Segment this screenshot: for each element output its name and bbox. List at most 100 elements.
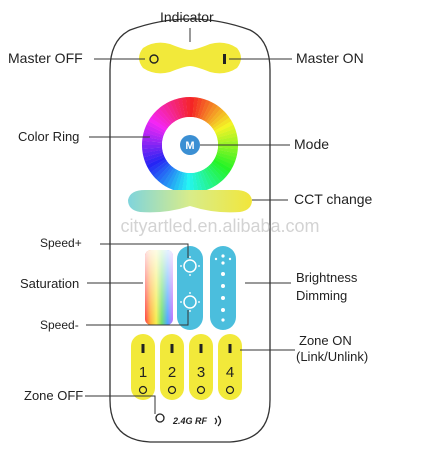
color-ring-segment[interactable] [173, 98, 183, 119]
color-ring-segment[interactable] [181, 97, 188, 118]
color-ring-segment[interactable] [189, 172, 195, 193]
cct-bar[interactable] [128, 190, 252, 213]
color-ring-segment[interactable] [216, 152, 237, 162]
color-ring-segment[interactable] [199, 170, 211, 191]
color-ring-segment[interactable] [158, 166, 174, 185]
color-ring-segment[interactable] [201, 169, 214, 189]
color-ring-segment[interactable] [162, 103, 177, 123]
color-ring-segment[interactable] [177, 97, 186, 118]
color-ring-segment[interactable] [150, 113, 169, 129]
label-brightness: Brightness [296, 270, 358, 285]
color-ring-segment[interactable] [204, 103, 218, 123]
zone-on-icon [170, 344, 174, 353]
color-ring-segment[interactable] [206, 105, 222, 124]
color-ring-segment[interactable] [214, 121, 234, 134]
zone-3-button[interactable] [189, 334, 213, 400]
color-ring-segment[interactable] [217, 147, 238, 154]
color-ring-segment[interactable] [207, 164, 224, 182]
wifi-icon [214, 415, 222, 427]
color-ring-segment[interactable] [165, 169, 179, 189]
color-ring-segment[interactable] [156, 108, 173, 126]
color-ring-segment[interactable] [146, 120, 166, 134]
color-ring-segment[interactable] [211, 114, 230, 130]
color-ring-segment[interactable] [194, 172, 203, 193]
master-off-button[interactable] [149, 54, 159, 64]
color-ring-segment[interactable] [185, 172, 190, 193]
zone-off-icon [167, 385, 177, 395]
color-ring-segment[interactable] [143, 152, 164, 162]
color-ring-segment[interactable] [199, 99, 211, 120]
label-link-unlink: (Link/Unlink) [296, 349, 369, 364]
color-ring-segment[interactable] [146, 156, 166, 169]
color-ring-segment[interactable] [192, 97, 199, 118]
mode-button[interactable] [180, 135, 200, 155]
color-ring-segment[interactable] [142, 132, 163, 141]
color-ring-segment[interactable] [216, 128, 237, 138]
color-ring-segment[interactable] [166, 101, 179, 121]
zone-1-button[interactable] [131, 334, 155, 400]
speed-plus-icon[interactable] [180, 256, 200, 276]
zone-number-label: 1 [139, 364, 147, 381]
color-ring-segment[interactable] [169, 170, 181, 191]
color-ring-segment[interactable] [212, 117, 232, 132]
color-ring-segment[interactable] [212, 159, 232, 173]
color-ring-segment[interactable] [159, 105, 175, 124]
color-ring-segment[interactable] [169, 99, 181, 120]
zone-number-label: 2 [168, 364, 176, 381]
color-ring-segment[interactable] [217, 132, 238, 141]
color-ring-segment[interactable] [150, 160, 169, 176]
master-on-button[interactable] [223, 54, 226, 64]
color-ring-segment[interactable] [153, 110, 171, 128]
color-ring-segment[interactable] [215, 124, 236, 136]
color-ring-segment[interactable] [185, 97, 191, 118]
color-ring-segment[interactable] [177, 172, 186, 193]
color-ring-segment[interactable] [192, 172, 199, 193]
mode-button-label: M [185, 140, 194, 152]
label-master-on: Master ON [296, 50, 364, 66]
color-ring-segment[interactable] [142, 140, 163, 145]
label-master-off: Master OFF [8, 50, 83, 66]
color-ring-segment[interactable] [142, 147, 163, 154]
color-ring-segment[interactable] [142, 149, 163, 158]
master-bar [139, 42, 241, 74]
zone-on-icon [199, 344, 203, 353]
color-ring-segment[interactable] [217, 136, 238, 143]
color-ring-segment[interactable] [194, 97, 203, 118]
color-ring[interactable] [142, 97, 239, 193]
color-ring-segment[interactable] [153, 162, 171, 179]
rf-label: 2.4G RF [172, 416, 208, 426]
color-ring-segment[interactable] [211, 161, 230, 177]
color-ring-segment[interactable] [217, 145, 238, 150]
color-ring-segment[interactable] [205, 166, 221, 185]
color-ring-segment[interactable] [142, 136, 163, 143]
zone-4-button[interactable] [218, 334, 242, 400]
color-ring-segment[interactable] [181, 172, 188, 193]
color-ring-segment[interactable] [162, 167, 176, 187]
color-ring-segment[interactable] [209, 162, 227, 180]
color-ring-segment[interactable] [197, 171, 207, 192]
color-ring-segment[interactable] [215, 154, 236, 166]
color-ring-segment[interactable] [207, 108, 225, 126]
color-ring-segment[interactable] [142, 144, 163, 150]
color-ring-segment[interactable] [203, 167, 218, 187]
label-color-ring: Color Ring [18, 129, 80, 144]
color-ring-segment[interactable] [143, 128, 164, 138]
color-ring-segment[interactable] [209, 111, 227, 128]
color-ring-segment[interactable] [173, 171, 183, 192]
color-ring-segment[interactable] [144, 124, 165, 136]
color-ring-segment[interactable] [148, 158, 168, 173]
color-ring-segment[interactable] [155, 164, 173, 182]
color-ring-segment[interactable] [190, 97, 195, 118]
color-ring-segment[interactable] [214, 156, 234, 170]
color-ring-segment[interactable] [144, 154, 165, 166]
color-ring-segment[interactable] [201, 101, 215, 121]
zone-2-button[interactable] [160, 334, 184, 400]
speed-minus-icon[interactable] [180, 292, 200, 312]
zone-off-circle-icon [155, 413, 165, 423]
color-ring-segment[interactable] [217, 140, 239, 146]
color-ring-segment[interactable] [217, 149, 238, 158]
color-ring-segment[interactable] [197, 98, 207, 119]
color-ring-segment[interactable] [148, 117, 168, 131]
